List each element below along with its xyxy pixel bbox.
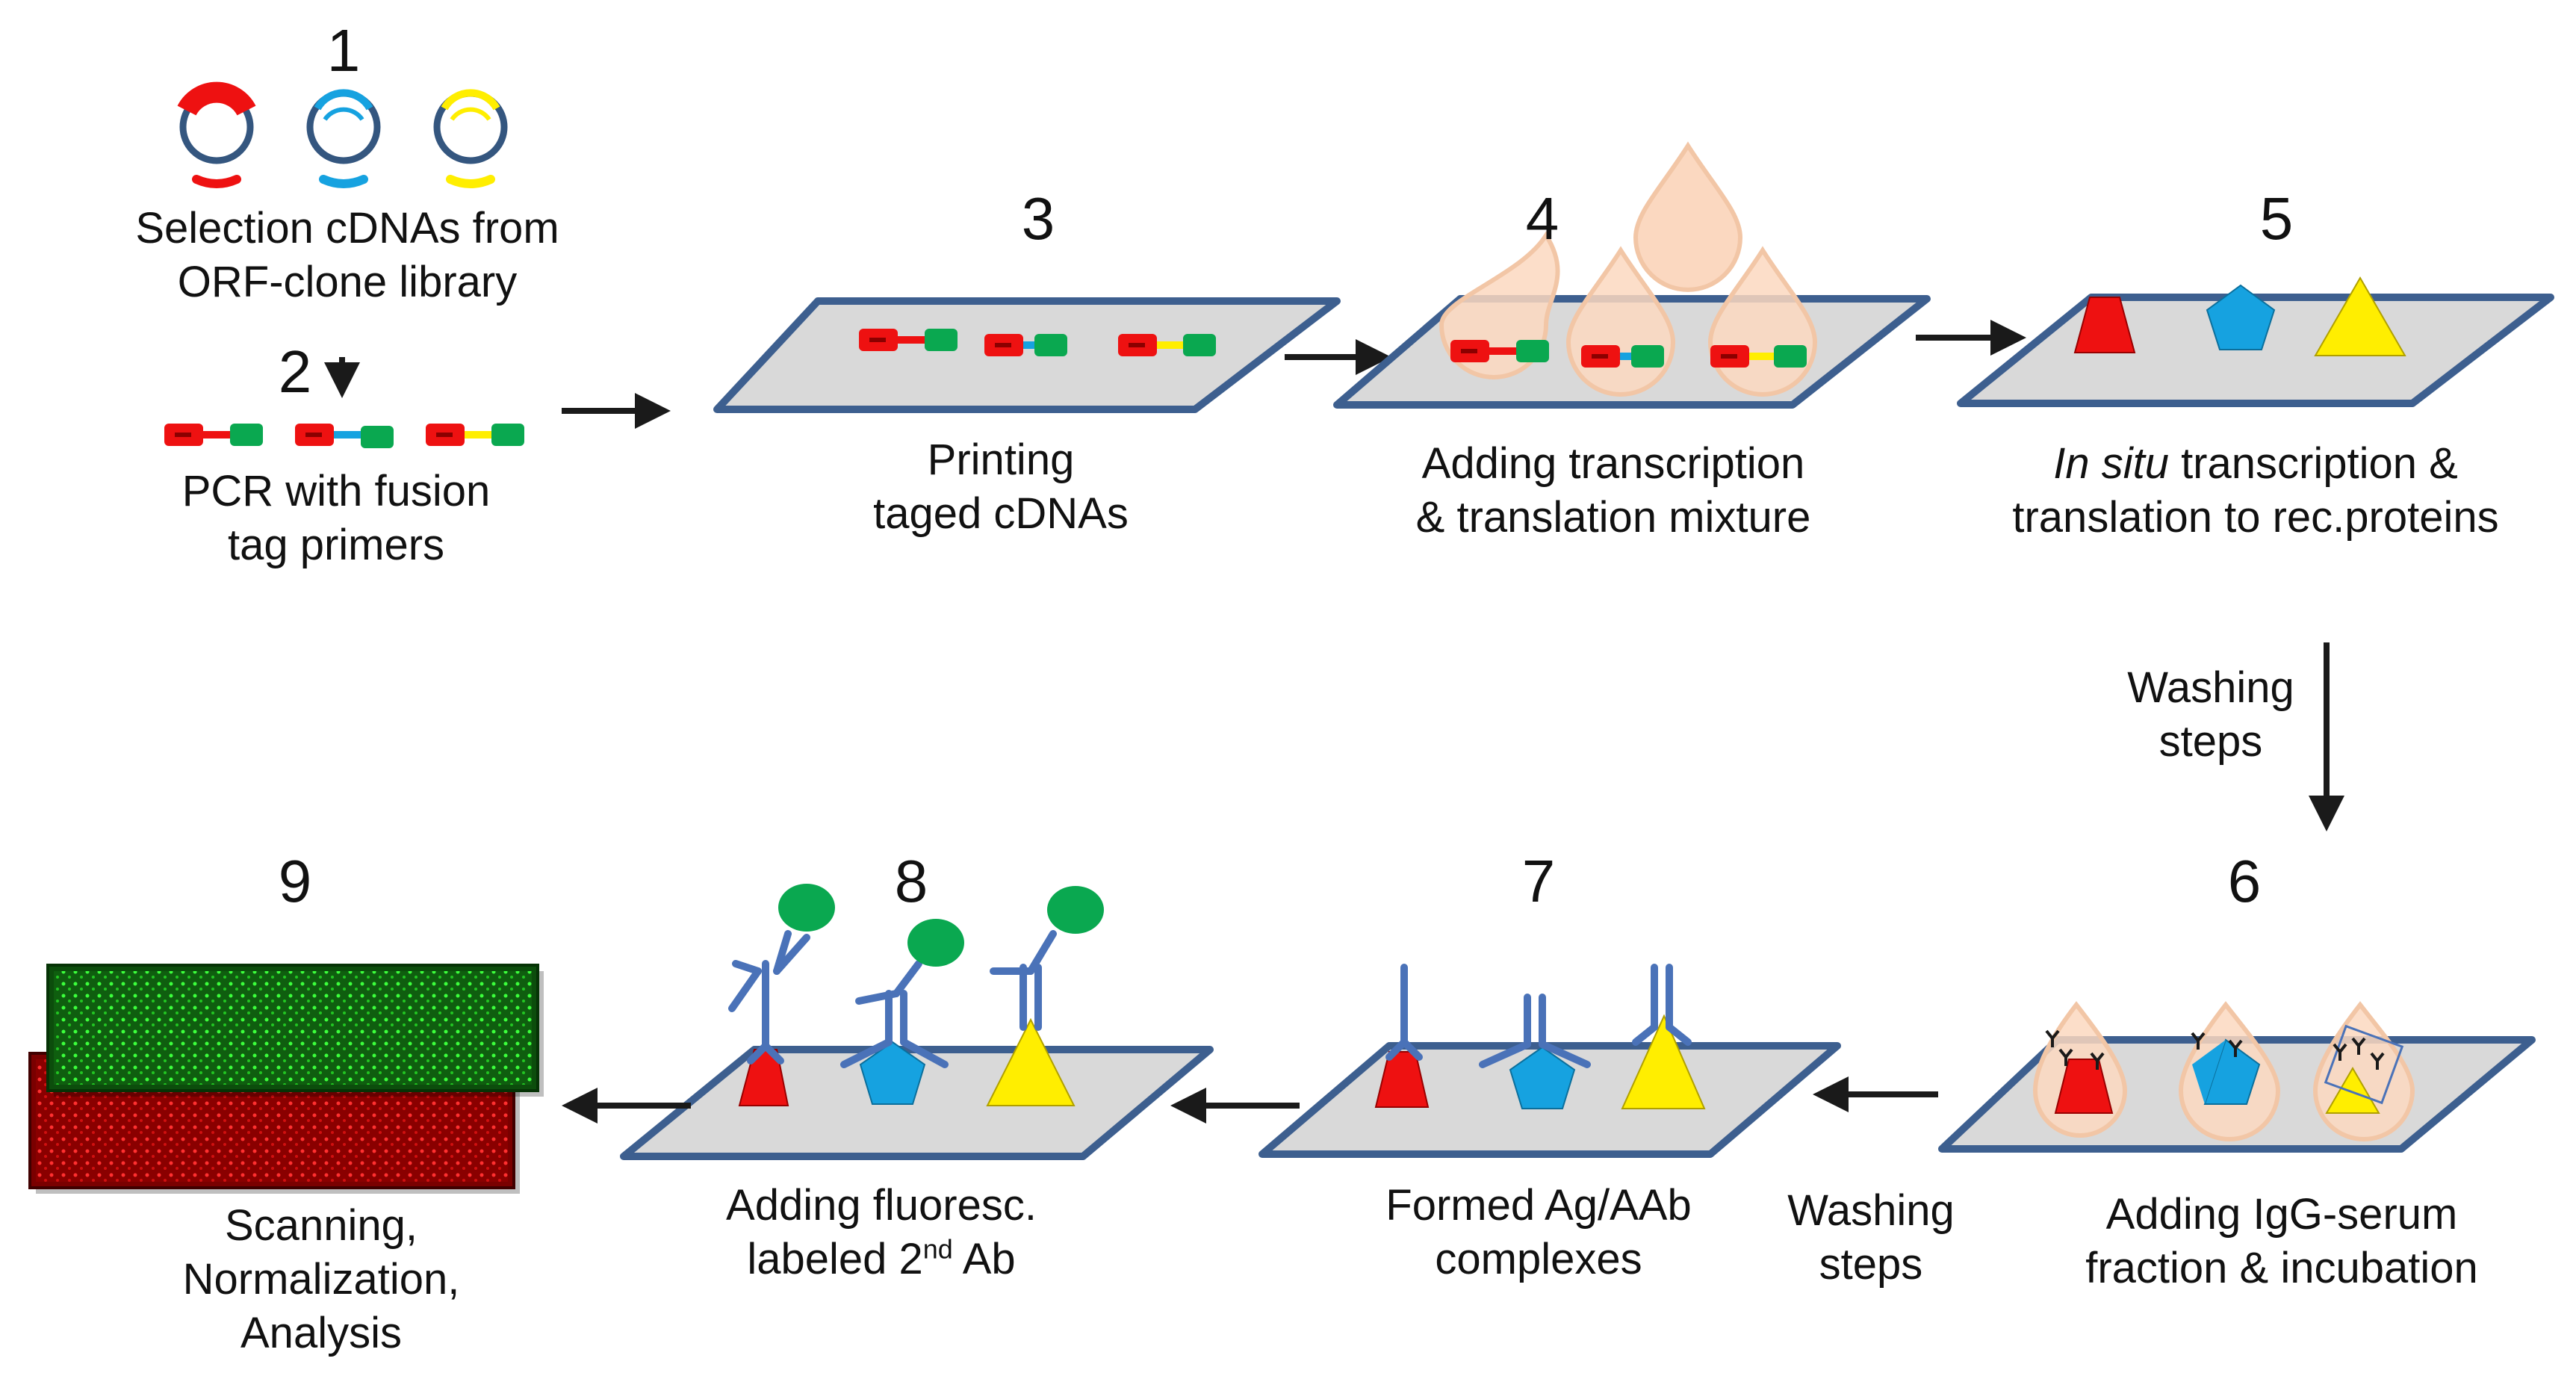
step2-caption-line2: tag primers: [227, 521, 445, 569]
pcr-construct-yellow: [426, 424, 524, 446]
step3-caption-line1: Printing: [927, 436, 1075, 484]
step5-caption-rest: transcription &: [2168, 439, 2458, 488]
plasmid-red: [177, 81, 256, 188]
step-number-9: 9: [278, 848, 312, 914]
step-number-5: 5: [2259, 185, 2294, 252]
step5-caption-italic: In situ: [2053, 439, 2169, 488]
step8-caption-line2: labeled 2nd Ab: [657, 1233, 1105, 1286]
protein-red-trapezoid: [2073, 297, 2136, 353]
slide-step6: [1938, 1001, 2536, 1153]
slide-step8: [620, 884, 1214, 1160]
fluorescent-label: [907, 919, 964, 967]
step4-caption-line2: & translation mixture: [1415, 493, 1811, 542]
step-number-4: 4: [1525, 185, 1559, 252]
step8-caption-post: Ab: [952, 1235, 1016, 1283]
step4-caption-line1: Adding transcription: [1421, 439, 1805, 488]
step6-caption-line1: Adding IgG-serum: [2105, 1190, 2458, 1239]
step3-caption-line2: taged cDNAs: [873, 489, 1129, 538]
step7-caption-line1: Formed Ag/AAb: [1385, 1181, 1692, 1230]
step1-caption-line1: Selection cDNAs from: [135, 204, 559, 252]
washing-steps-bottom-line1: Washing: [1787, 1186, 1955, 1235]
step9-caption-line2: Normalization,: [182, 1255, 460, 1304]
slide-step7: [1258, 964, 1841, 1158]
pcr-construct-red: [164, 424, 263, 446]
step1-caption-line2: ORF-clone library: [177, 258, 518, 306]
step2-caption-line1: PCR with fusion: [181, 467, 491, 515]
slide-step3: [713, 297, 1341, 413]
washing-steps-right-line2: steps: [2158, 717, 2263, 766]
step-number-3: 3: [1021, 185, 1055, 252]
step5-caption-line1: In situ transcription &: [1957, 437, 2554, 491]
plasmid-blue: [306, 89, 381, 188]
step-number-2: 2: [278, 338, 312, 405]
scan-green-texture: [54, 971, 532, 1085]
washing-steps-bottom-line2: steps: [1819, 1240, 1923, 1289]
pcr-construct-blue: [295, 424, 394, 448]
slide-step5: [1957, 276, 2554, 407]
step-number-8: 8: [894, 848, 928, 914]
step-number-7: 7: [1521, 848, 1556, 914]
step6-caption-line2: fraction & incubation: [2085, 1244, 2478, 1292]
scan-images: [28, 964, 544, 1194]
slide-step4: [1333, 141, 1931, 409]
plasmid-yellow: [433, 89, 508, 188]
protein-blue-pentagon: [2206, 284, 2276, 350]
step-number-1: 1: [326, 17, 361, 84]
washing-steps-right-line1: Washing: [2127, 663, 2294, 712]
step7-caption-line2: complexes: [1435, 1235, 1642, 1283]
fluorescent-label: [1047, 886, 1104, 934]
step8-caption-pre: labeled 2: [747, 1235, 923, 1283]
step9-caption-line1: Scanning,: [225, 1201, 418, 1250]
step8-caption-line1: Adding fluoresc.: [726, 1181, 1037, 1230]
step-number-6: 6: [2227, 848, 2262, 914]
step9-caption-line3: Analysis: [240, 1309, 402, 1357]
protein-yellow-triangle: [2314, 276, 2406, 356]
step5-caption-line2: translation to rec.proteins: [2012, 493, 2499, 542]
step8-caption-sup: nd: [922, 1233, 953, 1265]
fluorescent-label: [778, 884, 835, 932]
